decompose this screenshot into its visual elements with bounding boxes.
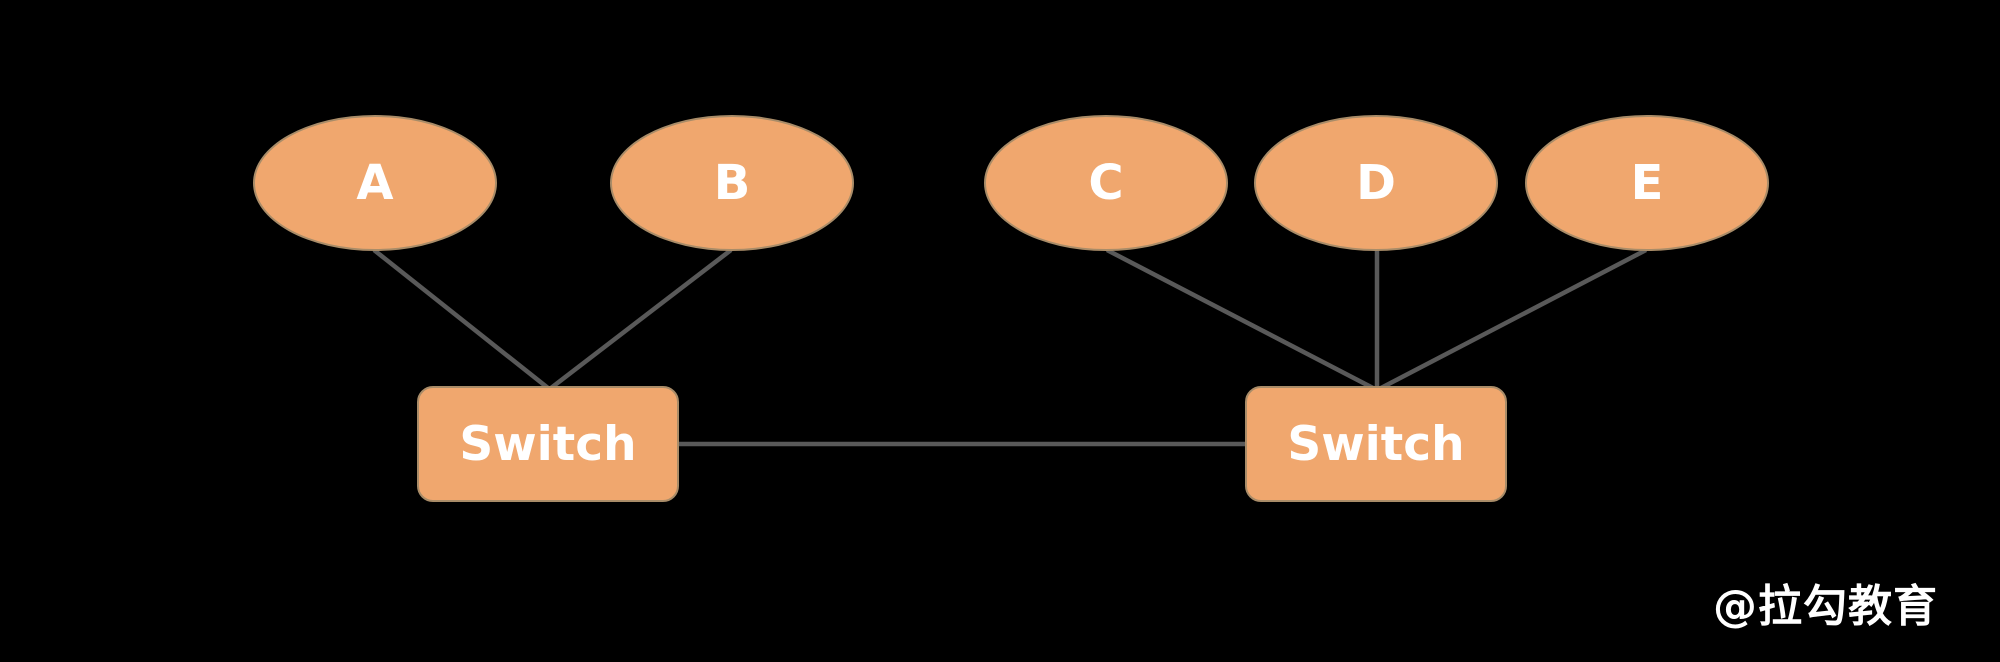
node-host-d-label: D — [1356, 155, 1396, 211]
edge-host-a-to-switch-left — [372, 248, 550, 390]
node-switch-left-label: Switch — [459, 416, 637, 472]
node-switch-right-label: Switch — [1287, 416, 1465, 472]
node-host-e-label: E — [1630, 155, 1664, 211]
node-switch-right: Switch — [1245, 386, 1507, 502]
node-host-a-label: A — [356, 155, 394, 211]
node-host-b: B — [610, 115, 854, 251]
watermark: @拉勾教育 — [1713, 581, 1938, 632]
node-host-e: E — [1525, 115, 1769, 251]
edge-host-e-to-switch-right — [1379, 248, 1648, 390]
node-host-d: D — [1254, 115, 1498, 251]
node-host-b-label: B — [713, 155, 751, 211]
node-host-c: C — [984, 115, 1228, 251]
node-host-c-label: C — [1088, 155, 1124, 211]
node-host-a: A — [253, 115, 497, 251]
edge-host-c-to-switch-right — [1105, 248, 1375, 390]
node-switch-left: Switch — [417, 386, 679, 502]
edge-host-b-to-switch-left — [549, 248, 733, 390]
